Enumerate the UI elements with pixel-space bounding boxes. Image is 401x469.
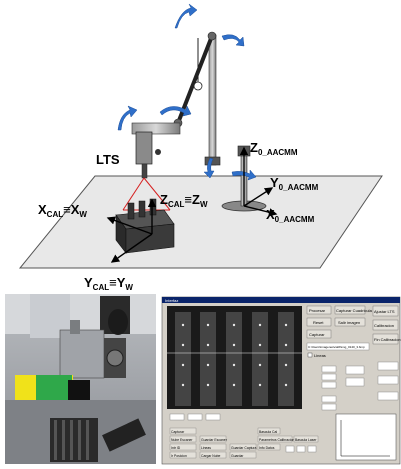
software-window: Interfaz Procesar Capturar Cuadricula Re… (161, 296, 401, 465)
camera-dots (181, 323, 288, 387)
aacmm-arm (173, 31, 221, 166)
btn-bascula-laser[interactable]: Bascula Laser (295, 438, 317, 442)
btn-intr-id[interactable]: Intr ID (171, 446, 181, 450)
z-aacmm-label: Z0_AACMM (250, 140, 298, 157)
btn-fin-calibracion[interactable]: Fin Calibracion (374, 337, 401, 342)
camera-grid-bars (175, 312, 294, 406)
path-field[interactable] (306, 342, 370, 351)
x-aacmm-label: X0_AACMM (266, 207, 315, 224)
y-aacmm-label: Y0_AACMM (270, 175, 319, 192)
lineas-checkbox-label: Lineas (314, 353, 326, 358)
btn-bascula-cal[interactable]: Bascula Cal (259, 430, 277, 434)
btn-parametros-calibracion[interactable]: Parametros Calibracion (259, 438, 295, 442)
rotation-arrow-5 (203, 157, 215, 179)
btn-salir-imagen[interactable]: Salir imagen (338, 320, 360, 325)
bottom-button-panel[interactable]: Capturar Nube Escaner Guardar Escaner In… (169, 413, 319, 459)
control-buttons[interactable]: Procesar Capturar Cuadricula Reset Salir… (306, 305, 373, 339)
btn-info-datos[interactable]: Info Datos (259, 446, 275, 450)
rotation-arrows (117, 3, 257, 181)
rotation-arrow-1 (174, 3, 198, 29)
ycal-label: YCAL≡YW (84, 275, 133, 292)
btn-reset[interactable]: Reset (313, 320, 324, 325)
path-text: C:\Users\Imagenes\calib\img_0140_3.bmp (308, 345, 365, 349)
btn-lineas[interactable]: Lineas (201, 446, 211, 450)
hardware-photo (5, 294, 156, 464)
btn-ir-posicion[interactable]: Ir Posicion (171, 454, 187, 458)
btn-guardar-escaner[interactable]: Guardar Escaner (201, 438, 228, 442)
rotation-arrow-4 (117, 105, 138, 131)
lts-sensor (131, 122, 181, 179)
btn-capturar-top[interactable]: Capturar (309, 332, 325, 337)
numeric-fields[interactable] (321, 361, 399, 411)
btn-nube-escaner[interactable]: Nube Escaner (171, 438, 193, 442)
btn-ajustar-lts[interactable]: Ajustar LTS (374, 309, 395, 314)
aacmm-axes (239, 146, 278, 217)
calibration-object (115, 198, 175, 254)
plot-display (335, 413, 397, 461)
btn-procesar[interactable]: Procesar (309, 308, 326, 313)
btn-guardar[interactable]: Guardar (231, 454, 244, 458)
lineas-checkbox[interactable] (307, 352, 313, 358)
rotation-arrow-3 (159, 105, 192, 117)
rotation-arrow-2 (221, 34, 245, 47)
lts-label: LTS (96, 152, 120, 167)
btn-guardar-captura[interactable]: Guardar Captura (231, 446, 257, 450)
btn-capturar-cuadricula[interactable]: Capturar Cuadricula (336, 308, 373, 313)
zcal-label: ZCAL≡ZW (160, 192, 208, 209)
floor-plane (18, 175, 383, 269)
far-right-buttons[interactable]: Ajustar LTS Calibracion Fin Calibracion (372, 305, 401, 345)
window-title: Interfaz (165, 298, 178, 303)
btn-calibracion[interactable]: Calibracion (374, 323, 394, 328)
calibration-axes (106, 198, 157, 263)
measurement-diagram: LTS Z0_AACMM Y0_AACMM X0_AACMM ZCAL≡ZW X… (18, 3, 383, 292)
xcal-label: XCAL≡XW (38, 202, 87, 219)
btn-capturar[interactable]: Capturar (171, 430, 185, 434)
btn-cargar-nube[interactable]: Cargar Nube (201, 454, 221, 458)
